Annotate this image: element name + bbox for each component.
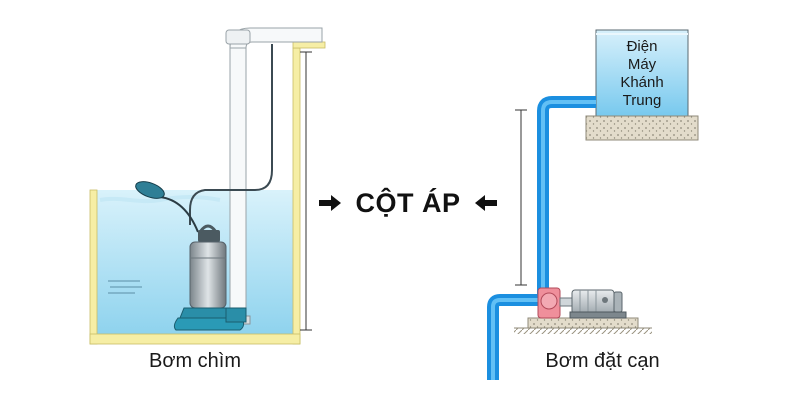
caption-surface-pump: Bơm đặt cạn [545,350,660,372]
tank-label-line: Trung [622,92,662,109]
surface-pump [514,287,652,334]
tank-label-line: Điện [626,38,658,55]
head-dimension-right [515,109,527,286]
head-dimension-left [300,51,312,331]
arrow-right-icon [319,195,341,211]
caption-submersible-pump: Bơm chìm [148,350,241,372]
well-floor [89,333,301,345]
arrow-left-icon [474,195,497,211]
tank-label-line: Khánh [620,74,664,91]
submersible-pump [173,224,247,331]
blue-pipe-right [487,96,596,380]
float-switch [135,181,199,233]
elevated-tank [585,29,699,141]
well-wall-right [292,47,301,345]
tank-label-line: Máy [627,56,657,73]
well-wall-left [89,189,98,345]
power-cable [189,44,273,225]
head-label: CỘT ÁP [318,183,498,223]
tank-label: Điện Máy Khánh Trung [597,38,687,110]
head-title: CỘT ÁP [355,187,461,218]
